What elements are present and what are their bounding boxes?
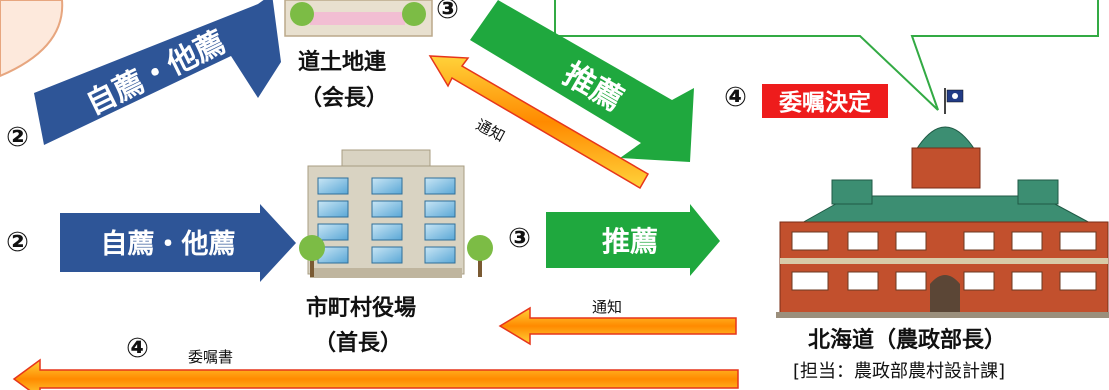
notice-label-upper: 通知 [473, 116, 508, 146]
federation-building-icon [284, 0, 433, 37]
notice-arrow-upper [428, 55, 650, 190]
appointment-letter-arrow [12, 358, 739, 390]
step-marker: ③ [508, 223, 531, 254]
step-marker: ③ [436, 0, 459, 25]
decision-badge-label: 委嘱決定 [778, 89, 871, 116]
hokkaido-department: [担当：農政部農村設計課] [793, 361, 1006, 382]
self-other-arrow-upper: 自薦・他薦 [34, 0, 281, 145]
step-marker: ④ [724, 82, 747, 113]
tree-icon [299, 235, 325, 277]
step-marker: ④ [126, 333, 149, 364]
tree-icon [290, 2, 314, 26]
notice-arrow-mid [498, 306, 737, 346]
municipal-office-icon [299, 149, 493, 278]
self-other-label-mid: 自薦・他薦 [101, 228, 236, 260]
tree-icon [467, 235, 493, 277]
self-other-arrow-mid: 自薦・他薦 [60, 204, 296, 282]
hokkaido-name: 北海道（農政部長） [808, 328, 1007, 353]
hokkaido-government-building-icon [776, 88, 1109, 318]
step-marker: ② [6, 122, 29, 153]
federation-role: （会長） [300, 86, 389, 111]
decision-badge: 委嘱決定 [762, 84, 888, 118]
notice-label-mid: 通知 [592, 298, 622, 316]
appointment-letter-label: 委嘱書 [188, 348, 233, 366]
recommend-label-mid: 推薦 [602, 225, 658, 258]
tree-icon [402, 2, 426, 26]
municipality-name: 市町村役場 [306, 296, 417, 321]
step-marker: ② [6, 227, 29, 258]
federation-name: 道土地連 [298, 50, 387, 75]
corner-circle-decoration [0, 0, 64, 78]
municipality-role: （首長） [314, 331, 403, 356]
recommend-arrow-mid: 推薦 [546, 204, 720, 276]
